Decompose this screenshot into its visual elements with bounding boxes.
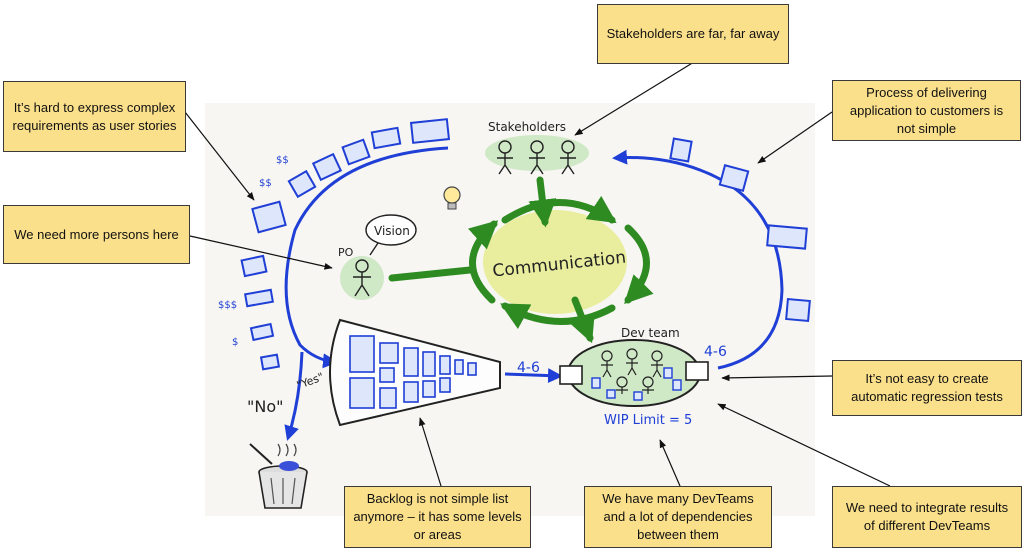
wip-limit-label: WIP Limit = 5: [604, 413, 692, 428]
communication-cycle: [388, 176, 654, 344]
green-arrow-to-po: [388, 266, 474, 282]
connector-regression: [721, 374, 833, 382]
callout-stakeholders-far: Stakeholders are far, far away: [597, 4, 789, 64]
po-label: PO: [338, 246, 354, 259]
card: [311, 152, 343, 182]
connector-devteams: [659, 439, 681, 487]
green-arrow-left: [467, 220, 499, 304]
communication-glow: [483, 210, 627, 314]
callout-complex-requirements: It’s hard to express complex requirement…: [3, 81, 186, 152]
delivery-cards: [669, 137, 811, 323]
range-left-label: 4-6: [517, 360, 540, 376]
connector-delivery: [757, 111, 833, 164]
connector-backlog: [419, 417, 442, 487]
green-arrow-bottom: [500, 302, 616, 330]
money-mark: $: [232, 337, 238, 348]
callout-many-devteams: We have many DevTeams and a lot of depen…: [584, 486, 772, 548]
green-arrow-from-stakeholders: [528, 176, 557, 228]
callout-backlog-levels: Backlog is not simple list anymore – it …: [344, 486, 531, 548]
pipe-in: [559, 365, 583, 385]
green-arrow-top: [501, 195, 617, 224]
stakeholders-label: Stakeholders: [488, 120, 566, 134]
blue-flow-to-devteam: [504, 368, 563, 384]
stick-figure-icon: [353, 259, 371, 297]
connector-persons: [189, 235, 333, 270]
blue-flow-left: [284, 146, 449, 369]
backlog-funnel: [329, 318, 501, 427]
card: [409, 118, 451, 144]
vision-label: Vision: [374, 224, 410, 238]
card: [370, 126, 402, 150]
stick-figure-icon: [601, 348, 663, 394]
no-label: "No": [247, 397, 283, 416]
card: [287, 169, 317, 199]
card: [341, 138, 371, 166]
card: [718, 164, 750, 192]
card: [766, 224, 808, 250]
money-mark: $$: [259, 178, 272, 189]
card: [249, 322, 275, 342]
green-arrow-to-devteam: [568, 296, 595, 344]
money-mark: $$: [276, 155, 289, 166]
callout-integrate-results: We need to integrate results of differen…: [832, 486, 1022, 548]
range-right-label: 4-6: [704, 344, 727, 360]
callout-delivery-process: Process of delivering application to cus…: [832, 80, 1021, 141]
connector-stakeholders: [574, 61, 695, 136]
callout-connectors: [184, 61, 891, 487]
money-marks: $$ $$ $$$ $: [218, 155, 289, 348]
lightbulb-icon: [443, 186, 461, 210]
stick-figure-icon: [497, 140, 576, 175]
card: [243, 288, 275, 308]
connector-requirements: [184, 111, 255, 201]
stakeholders-group: Stakeholders: [485, 120, 589, 175]
pipe-out: [685, 361, 709, 381]
callout-more-persons: We need more persons here: [3, 205, 190, 264]
trash-can-icon: [249, 443, 308, 509]
dev-team: Dev team: [559, 326, 709, 407]
card: [251, 200, 287, 234]
blue-flow-right: [612, 149, 784, 370]
card: [259, 353, 281, 371]
dev-team-label: Dev team: [621, 326, 680, 340]
green-arrow-right: [624, 224, 654, 305]
requirement-cards: [240, 118, 451, 371]
connector-integrate: [717, 403, 891, 487]
vision-bubble: [365, 214, 417, 246]
card: [785, 297, 811, 323]
money-mark: $$$: [218, 300, 237, 311]
card: [240, 254, 268, 278]
callout-regression-tests: It’s not easy to create automatic regres…: [832, 360, 1022, 416]
po-figure: PO Vision: [338, 214, 417, 300]
card: [669, 137, 693, 163]
blue-flow-no: [284, 351, 304, 441]
